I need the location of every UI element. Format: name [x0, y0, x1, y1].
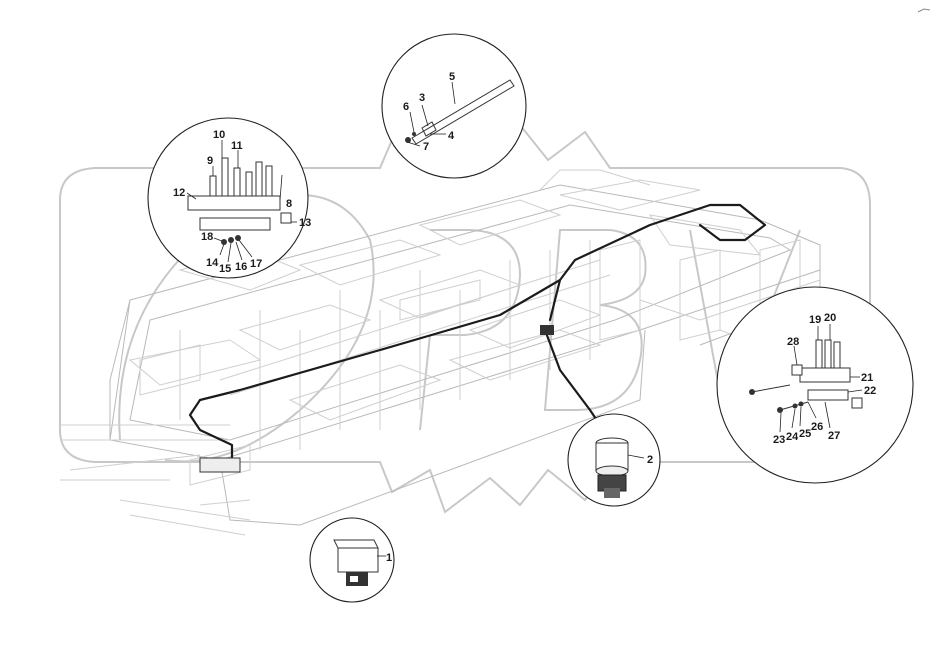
detail-circle-secondary-distributor	[716, 286, 914, 484]
pump-mount-plate	[199, 457, 241, 473]
callout-1: 1	[386, 552, 392, 564]
callout-16: 16	[235, 261, 247, 273]
callout-18: 18	[201, 231, 213, 243]
callout-26: 26	[811, 421, 823, 433]
distributor-block	[540, 325, 554, 335]
callout-21: 21	[861, 372, 873, 384]
callout-6: 6	[403, 101, 409, 113]
callout-17: 17	[250, 258, 262, 270]
callout-8: 8	[286, 198, 292, 210]
callout-25: 25	[799, 428, 811, 440]
callout-10: 10	[213, 129, 225, 141]
detail-circle-controller	[309, 517, 395, 603]
callout-4: 4	[448, 130, 455, 142]
detail-circle-pump	[567, 413, 661, 507]
detail-circle-cartridge	[381, 33, 527, 179]
callout-19: 19	[809, 314, 821, 326]
callout-23: 23	[773, 434, 785, 446]
callout-3: 3	[419, 92, 425, 104]
callout-12: 12	[173, 187, 185, 199]
callout-labels: 1 2 3 4 5 6 7 8 9 10 11 12 13 14 15 16 1…	[173, 71, 876, 564]
callout-5: 5	[449, 71, 455, 83]
callout-14: 14	[206, 257, 219, 269]
callout-20: 20	[824, 312, 836, 324]
callout-22: 22	[864, 385, 876, 397]
callout-2: 2	[647, 454, 653, 466]
callout-9: 9	[207, 155, 213, 167]
lubrication-hose	[188, 203, 767, 473]
callout-11: 11	[231, 140, 243, 152]
corner-mark	[917, 8, 931, 13]
callout-13: 13	[299, 217, 311, 229]
callout-24: 24	[786, 431, 799, 443]
detail-circle-distributor	[147, 117, 309, 279]
callout-15: 15	[219, 263, 231, 275]
callout-28: 28	[787, 336, 799, 348]
callout-27: 27	[828, 430, 840, 442]
callout-7: 7	[423, 141, 429, 153]
